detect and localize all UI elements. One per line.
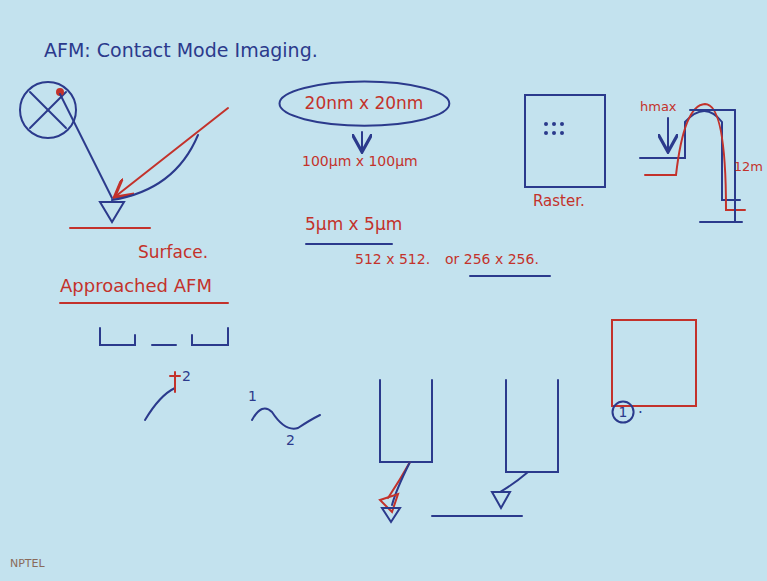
raster-label: Raster.: [533, 193, 585, 210]
node-text: 20nm x 20nm: [305, 94, 424, 114]
scan-size: 5μm x 5μm: [305, 215, 402, 235]
dimension: 12m: [734, 160, 763, 175]
watermark: NPTEL: [10, 558, 45, 571]
node-text: 1: [619, 404, 628, 420]
callout-number: 2: [286, 432, 295, 448]
height-label: hmax: [640, 100, 677, 115]
callout-number: 2: [182, 368, 191, 384]
callout-number: 1: [248, 388, 257, 404]
dot: .: [638, 400, 643, 417]
surface-label: Surface.: [138, 243, 208, 263]
scan-size-ellipse: 20nm x 20nm: [278, 80, 451, 127]
pixel-count: or 256 x 256.: [445, 251, 539, 267]
corner-circle: 1: [611, 400, 635, 424]
pixel-count: 512 x 512.: [355, 251, 430, 267]
section-heading: Approached AFM: [60, 276, 212, 297]
scan-range: 100μm x 100μm: [302, 153, 418, 169]
title: AFM: Contact Mode Imaging.: [44, 40, 318, 62]
